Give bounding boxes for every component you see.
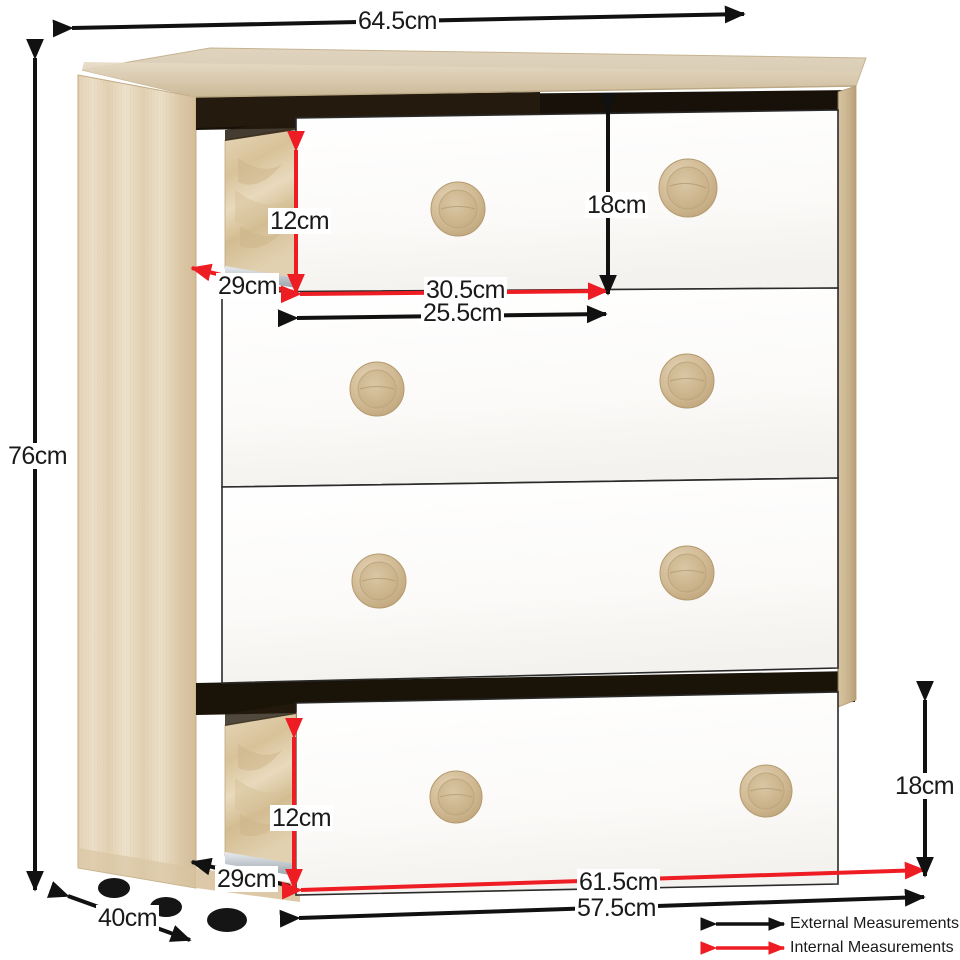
knob-drawer3-right[interactable] <box>659 545 715 601</box>
label-bottom-drawer-external-width: 57.5cm <box>575 894 658 922</box>
knob-drawer2-left[interactable] <box>349 361 405 417</box>
drawer-front-1[interactable] <box>295 109 839 293</box>
label-bottom-drawer-internal-depth: 29cm <box>215 865 279 893</box>
right-post <box>837 85 857 708</box>
label-bottom-drawer-internal-height: 12cm <box>270 804 334 832</box>
label-top-drawer-external-height: 18cm <box>585 191 649 219</box>
label-bottom-drawer-external-height: 18cm <box>893 772 957 800</box>
label-overall-height: 76cm <box>6 442 70 470</box>
knob-drawer1-left[interactable] <box>430 181 486 237</box>
knob-drawer4-left[interactable] <box>429 770 483 824</box>
open-drawer-bottom <box>224 703 297 876</box>
drawer-knobs <box>349 158 793 824</box>
label-overall-depth: 40cm <box>96 904 160 932</box>
label-bottom-drawer-internal-width: 61.5cm <box>577 868 660 896</box>
drawer-front-3[interactable] <box>221 477 839 684</box>
label-overall-width: 64.5cm <box>356 7 439 35</box>
label-top-drawer-internal-height: 12cm <box>268 207 332 235</box>
legend-internal-label: Internal Measurements <box>790 939 954 956</box>
label-top-drawer-internal-depth: 29cm <box>216 272 280 300</box>
knob-drawer2-right[interactable] <box>659 353 715 409</box>
legend-external-label: External Measurements <box>790 915 959 932</box>
knob-drawer3-left[interactable] <box>351 553 407 609</box>
open-drawer-top <box>224 119 297 288</box>
knob-drawer1-right[interactable] <box>658 158 718 218</box>
label-top-drawer-external-width: 25.5cm <box>421 299 504 327</box>
knob-drawer4-right[interactable] <box>739 764 793 818</box>
